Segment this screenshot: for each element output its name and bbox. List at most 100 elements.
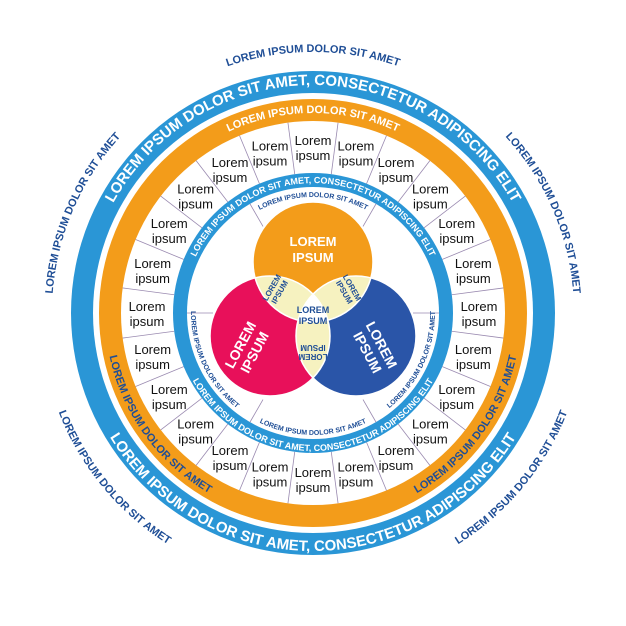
segment-divider [287,122,296,175]
segment-label-line2: ipsum [296,148,331,163]
segment-divider [239,135,260,184]
inner-divider [249,203,264,227]
inner-divider [362,203,377,227]
segment-label-line2: ipsum [152,231,187,246]
segment-label-line1: Lorem [412,416,449,431]
segment-divider [160,195,203,229]
segment-label-line1: Lorem [177,182,214,197]
segment-divider [135,239,184,260]
segment-label-line2: ipsum [213,170,248,185]
segment-divider [122,330,175,339]
segment-divider [195,160,229,203]
segment-divider [287,451,296,504]
venn-top-label-2: IPSUM [292,250,333,265]
segment-divider [195,423,229,466]
segment-divider [122,287,175,296]
segment-label-line1: Lorem [252,459,289,474]
segment-label-line2: ipsum [379,170,414,185]
segment-divider [160,397,203,431]
segment-label-line2: ipsum [135,271,170,286]
segment-divider [330,451,339,504]
segment-label-line1: Lorem [134,342,171,357]
inner-divider [249,399,264,423]
segment-label-line2: ipsum [253,154,288,169]
segment-divider [423,397,466,431]
segment-label-line2: ipsum [135,357,170,372]
segment-dividers [122,122,504,504]
segment-label-line1: Lorem [212,443,249,458]
segment-label-line1: Lorem [438,216,475,231]
venn-overlap-bottom-1: LOREM [298,352,327,361]
inner-dividers [187,203,439,423]
segment-label-line1: Lorem [252,139,289,154]
venn-center-label-1: LOREM [297,305,330,315]
segment-divider [451,287,504,296]
venn-overlap-bottom-2: IPSUM [300,343,326,352]
inner-divider [362,399,377,423]
segment-label-line1: Lorem [455,256,492,271]
segment-label-line2: ipsum [456,271,491,286]
segment-label-line2: ipsum [439,397,474,412]
segment-label-line1: Lorem [378,443,415,458]
segment-divider [451,330,504,339]
segment-label-line1: Lorem [412,182,449,197]
segment-label-line2: ipsum [130,314,165,329]
segment-label-line2: ipsum [379,458,414,473]
segment-label-line1: Lorem [461,299,498,314]
segment-label-line1: Lorem [378,155,415,170]
segment-divider [397,423,431,466]
outer-top-text: LOREM IPSUM DOLOR SIT AMET [225,43,402,69]
segment-label-line2: ipsum [339,474,374,489]
segment-divider [442,239,491,260]
venn-overlap-top-left [253,276,330,322]
segment-label-line1: Lorem [438,382,475,397]
segment-label-line1: Lorem [212,155,249,170]
venn-center-label-2: IPSUM [299,316,328,326]
venn-diagram: LOREM IPSUM LOREM IPSUM LOREM IPSUM LORE… [209,201,417,397]
segment-divider [366,135,387,184]
segment-label-line1: Lorem [134,256,171,271]
segment-label-line2: ipsum [462,314,497,329]
segment-label-line2: ipsum [253,474,288,489]
segment-label-line1: Lorem [455,342,492,357]
segment-label-line1: Lorem [151,382,188,397]
segment-label-line2: ipsum [213,458,248,473]
segment-divider [397,160,431,203]
segment-label-line2: ipsum [178,431,213,446]
segment-label-line2: ipsum [456,357,491,372]
segment-label-line2: ipsum [178,197,213,212]
segment-label-line2: ipsum [413,431,448,446]
segment-label-line2: ipsum [439,231,474,246]
segment-divider [366,442,387,491]
segment-label-line1: Lorem [338,459,375,474]
segment-label-line2: ipsum [296,480,331,495]
segment-label-line2: ipsum [339,154,374,169]
segment-divider [423,195,466,229]
segment-divider [442,366,491,387]
segment-label-line1: Lorem [129,299,166,314]
segment-label-line1: Lorem [295,133,332,148]
segment-label-line2: ipsum [152,397,187,412]
segment-label-line1: Lorem [151,216,188,231]
